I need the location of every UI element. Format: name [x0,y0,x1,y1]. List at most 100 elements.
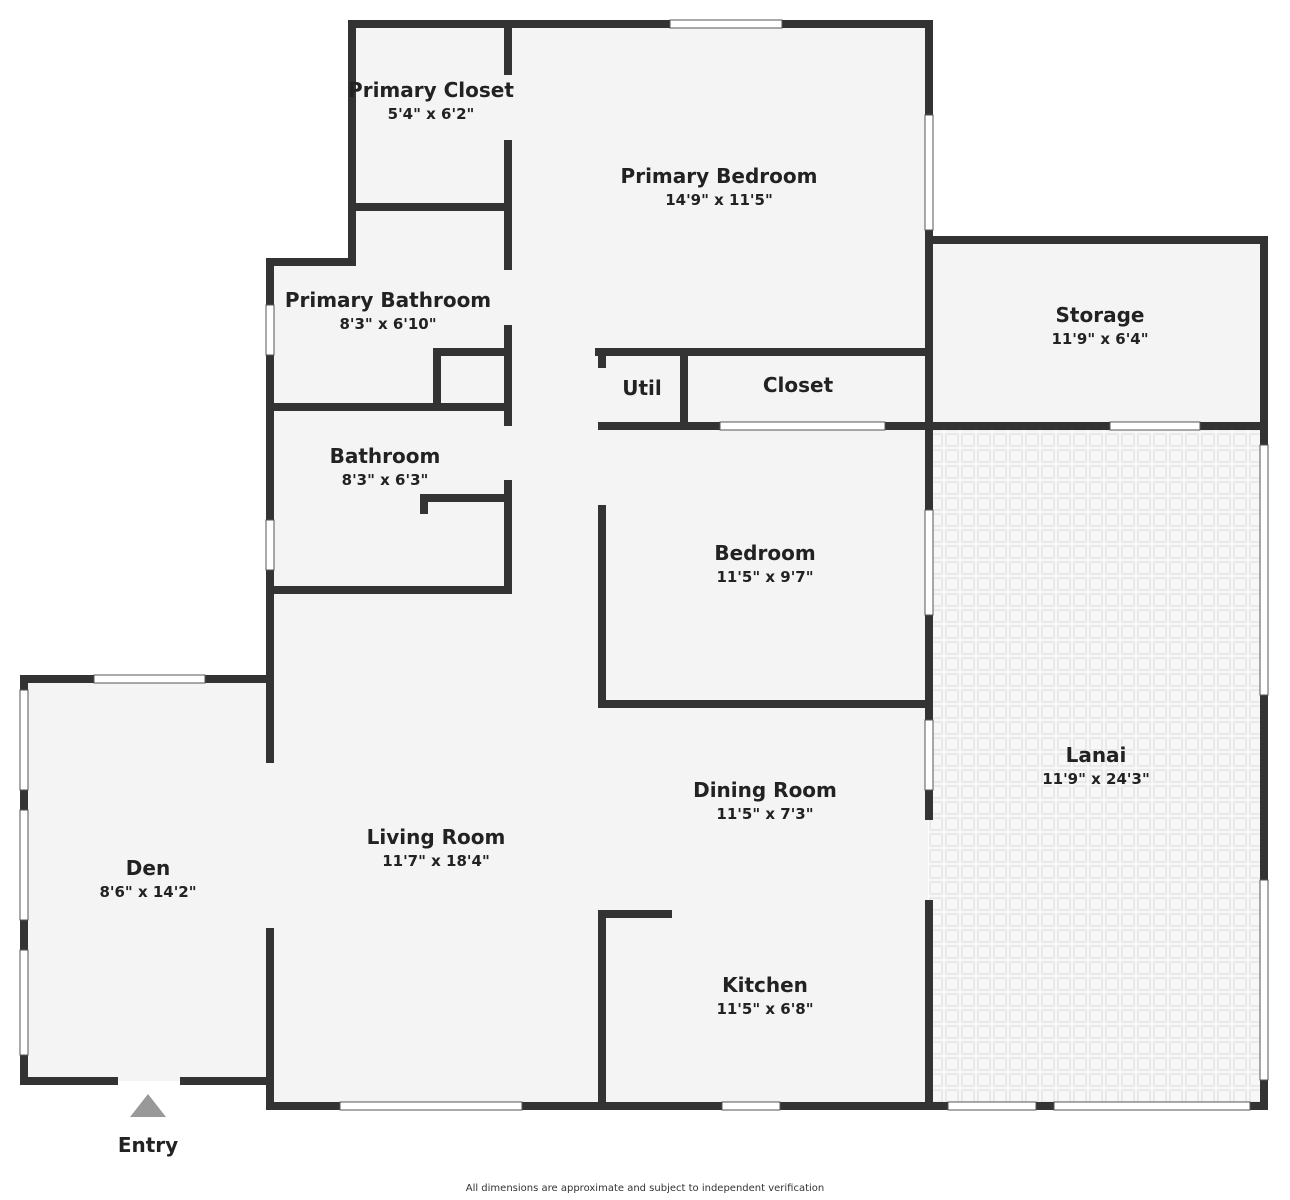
window [1259,444,1269,696]
room-dims: 11'7" x 18'4" [382,852,490,870]
wall [925,20,933,115]
window [1053,1101,1251,1111]
window [19,689,29,791]
window [924,114,934,231]
wall [348,20,356,211]
room-dims: 11'5" x 9'7" [716,568,814,586]
wall [420,494,512,502]
floor [24,679,270,1081]
disclaimer-footer: All dimensions are approximate and subje… [465,1183,825,1194]
wall [348,203,512,211]
room-dims: 8'3" x 6'3" [341,471,429,489]
floor-areas [24,24,1264,1110]
room-name: Closet [762,373,834,397]
wall [925,430,933,510]
wall [1036,1102,1054,1110]
room-name: Primary Closet [348,78,514,102]
entry-arrow-icon [130,1094,166,1117]
wall [780,1102,935,1110]
window [721,1101,781,1111]
room-name: Living Room [366,825,506,849]
window [339,1101,523,1111]
wall [266,258,356,266]
room-name: Primary Bedroom [620,164,818,188]
room-lanai: Lanai 11'9" x 24'3" [1042,742,1150,789]
room-dims: 11'9" x 6'4" [1051,330,1149,348]
wall [933,1102,948,1110]
wall [504,348,512,426]
windows [19,19,1269,1111]
wall [348,203,356,266]
wall [504,480,512,594]
window [19,949,29,1056]
wall [925,900,933,1110]
room-dims: 14'9" x 11'5" [665,191,773,209]
wall [504,325,512,355]
room-name: Den [125,856,171,880]
entry-label: Entry [117,1133,179,1157]
lanai-floor [929,428,1264,1106]
room-dims: 8'3" x 6'10" [339,315,437,333]
window [924,509,934,616]
room-closet: Closet [763,372,833,399]
wall [1200,422,1268,430]
wall [1250,1102,1268,1110]
window [265,519,275,571]
room-util: Util [622,375,662,402]
wall [595,348,933,356]
wall [504,20,512,75]
floor [270,262,510,1107]
window [265,304,275,356]
wall [598,700,933,708]
wall [266,258,274,763]
room-name: Lanai [1065,743,1127,767]
room-name: Storage [1055,303,1145,327]
wall [598,505,606,708]
room-dims: 11'9" x 24'3" [1042,770,1150,788]
wall [925,236,1268,244]
wall [680,348,688,430]
wall [266,1102,340,1110]
wall [925,790,933,820]
wall [433,348,441,411]
wall [885,422,933,430]
wall [348,20,933,28]
room-name: Util [622,376,662,400]
wall [522,1102,722,1110]
wall [598,910,672,918]
wall [266,403,512,411]
floor [602,352,927,707]
wall [598,910,606,1110]
wall [180,1077,274,1085]
wall [20,1077,118,1085]
wall [205,675,274,683]
room-dims: 11'5" x 6'8" [716,1000,814,1018]
window [93,674,206,684]
room-name: Bedroom [714,541,816,565]
wall [925,615,933,720]
window [719,421,886,431]
room-name: Bathroom [329,444,441,468]
room-dining-room: Dining Room 11'5" x 7'3" [693,777,837,824]
room-name: Dining Room [693,778,837,802]
wall [598,422,720,430]
window [924,719,934,791]
room-dims: 11'5" x 7'3" [716,805,814,823]
room-dims: 5'4" x 6'2" [387,105,475,123]
wall [598,348,606,368]
room-bathroom: Bathroom 8'3" x 6'3" [330,443,441,490]
floor [929,240,1264,430]
window [19,809,29,921]
room-storage: Storage 11'9" x 6'4" [1051,302,1148,349]
room-primary-bedroom: Primary Bedroom 14'9" x 11'5" [621,163,818,210]
wall [266,586,512,594]
room-primary-closet: Primary Closet 5'4" x 6'2" [348,77,514,124]
wall [433,348,512,356]
wall [20,675,94,683]
wall [266,928,274,1110]
room-living-room: Living Room 11'7" x 18'4" [367,824,506,871]
